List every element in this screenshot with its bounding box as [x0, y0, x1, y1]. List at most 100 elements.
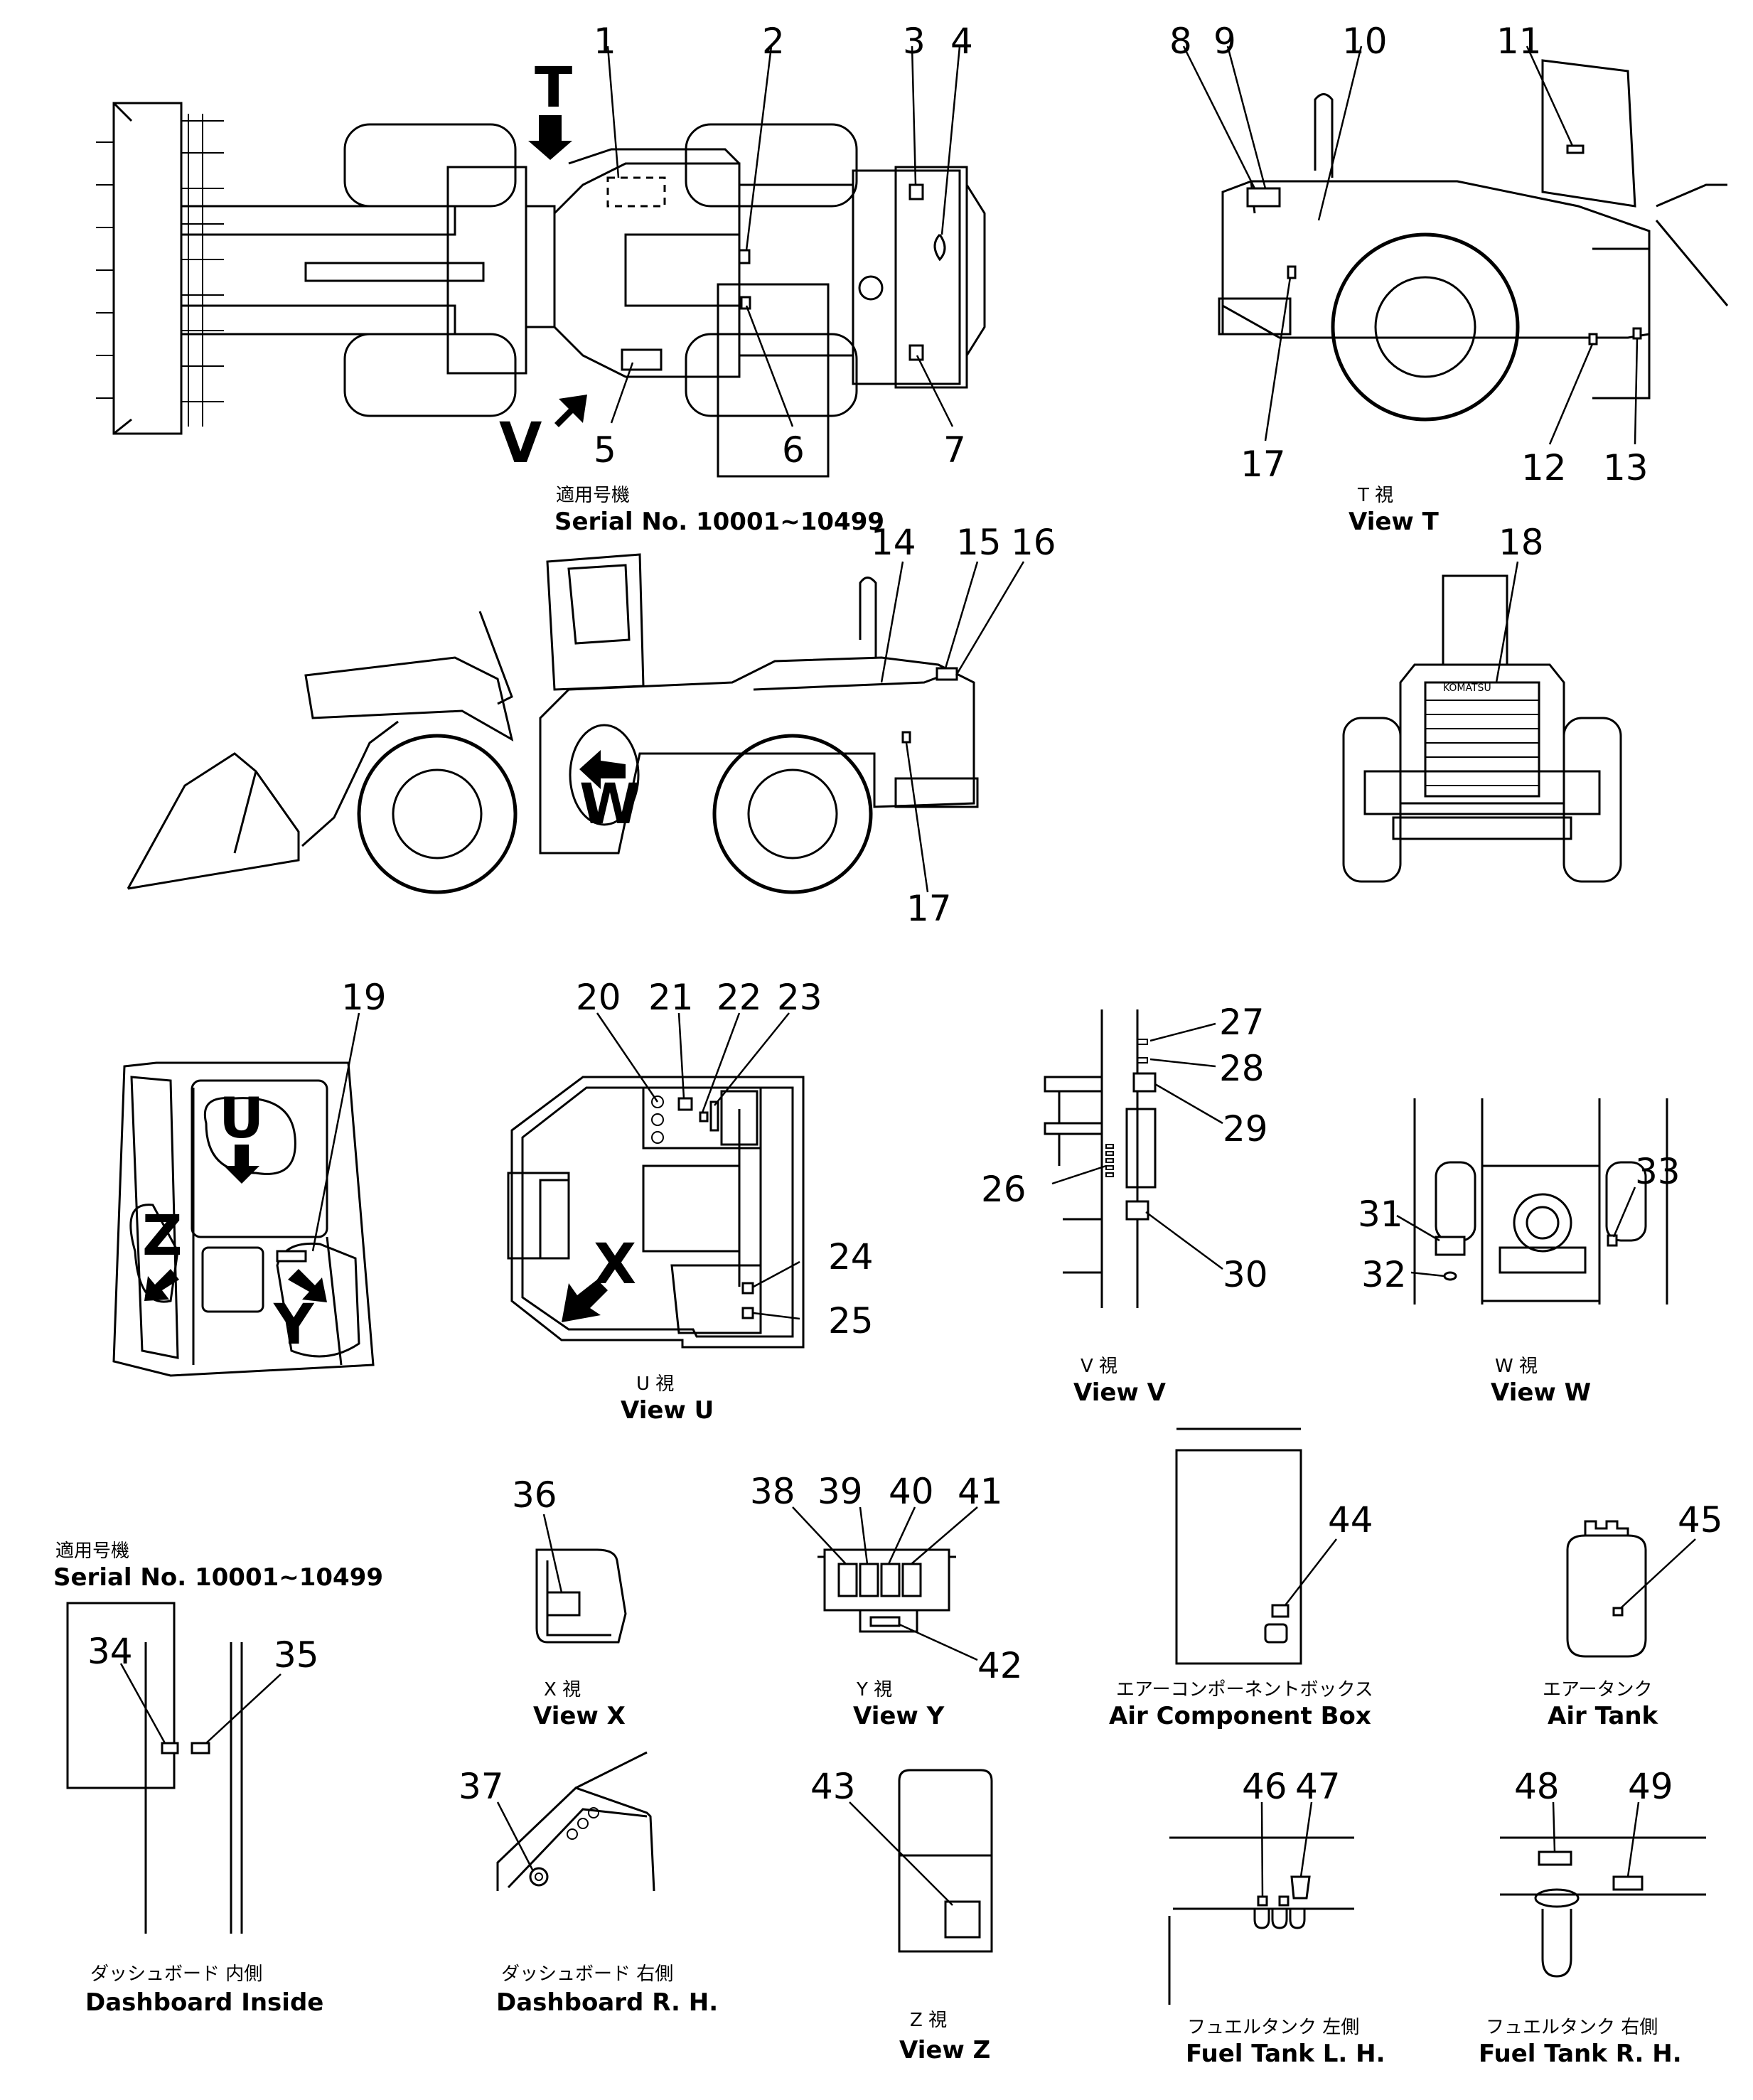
- view-z-caption-en: View Z: [899, 2036, 990, 2064]
- view-z-drawing: [849, 1769, 993, 1953]
- callout-21: 21: [648, 977, 694, 1018]
- callout-43: 43: [810, 1766, 856, 1807]
- arrow-w: [579, 750, 626, 789]
- dashboard-inside-drawing: [66, 1602, 282, 1934]
- air-tank-caption-jp: エアータンク: [1543, 1679, 1652, 1700]
- view-letter-u: U: [219, 1087, 264, 1151]
- callout-33: 33: [1635, 1151, 1680, 1192]
- callout-6: 6: [782, 429, 805, 471]
- callout-10: 10: [1342, 21, 1388, 62]
- view-y-caption-en: View Y: [853, 1702, 945, 1730]
- callout-5: 5: [594, 429, 616, 471]
- view-x-drawing: [535, 1514, 627, 1644]
- callout-40: 40: [889, 1471, 934, 1512]
- arrow-v: [554, 395, 587, 427]
- callout-22: 22: [717, 977, 762, 1018]
- callout-37: 37: [459, 1766, 504, 1807]
- callout-45: 45: [1678, 1499, 1723, 1541]
- view-t-drawing: [1182, 45, 1729, 445]
- callout-47: 47: [1295, 1766, 1341, 1807]
- view-v-caption-jp: V 視: [1081, 1356, 1117, 1377]
- fuel-tank-lh-drawing: [1168, 1801, 1354, 2005]
- callout-30: 30: [1223, 1254, 1268, 1295]
- view-z-caption-jp: Z 視: [910, 2010, 947, 2031]
- air-tank-drawing: [1566, 1520, 1696, 1658]
- callout-17-view-t: 17: [1240, 444, 1286, 485]
- view-t-caption-jp: T 視: [1357, 485, 1393, 506]
- callout-7: 7: [943, 429, 966, 471]
- callout-24: 24: [828, 1236, 874, 1277]
- view-u-caption-en: View U: [621, 1396, 714, 1425]
- callout-13: 13: [1603, 447, 1649, 488]
- callout-8: 8: [1169, 21, 1192, 62]
- front-view-loader: KOMATSU: [1342, 561, 1622, 883]
- callout-4: 4: [950, 21, 973, 62]
- serial-label-en-top: Serial No. 10001~10499: [554, 508, 884, 536]
- callout-25: 25: [828, 1300, 874, 1341]
- arrow-x: [562, 1280, 608, 1322]
- callout-14: 14: [871, 522, 916, 563]
- air-component-box-caption-jp: エアーコンポーネントボックス: [1116, 1679, 1373, 1700]
- callout-9: 9: [1213, 21, 1236, 62]
- view-letter-t: T: [535, 56, 572, 120]
- callout-26: 26: [981, 1169, 1026, 1210]
- view-y-drawing: [792, 1506, 978, 1661]
- brand-nameplate: KOMATSU: [1443, 682, 1491, 694]
- view-y-caption-jp: Y 視: [856, 1679, 892, 1700]
- callout-1: 1: [594, 21, 616, 62]
- view-t-caption-en: View T: [1349, 508, 1440, 536]
- callout-35: 35: [274, 1634, 319, 1676]
- callout-49: 49: [1628, 1766, 1673, 1807]
- callout-17-side: 17: [906, 888, 952, 929]
- view-letter-v: V: [499, 412, 542, 476]
- callout-31: 31: [1358, 1194, 1403, 1235]
- fuel-tank-rh-caption-jp: フュエルタンク 右側: [1486, 2017, 1658, 2038]
- callout-38: 38: [750, 1471, 795, 1512]
- callout-19: 19: [341, 977, 387, 1018]
- callout-2: 2: [762, 21, 785, 62]
- fuel-tank-rh-drawing: [1500, 1801, 1706, 1978]
- view-letter-y: Y: [273, 1293, 315, 1357]
- callout-12: 12: [1521, 447, 1567, 488]
- callout-32: 32: [1361, 1254, 1407, 1295]
- view-x-caption-en: View X: [533, 1702, 626, 1730]
- air-tank-caption-en: Air Tank: [1548, 1702, 1659, 1730]
- callout-41: 41: [958, 1471, 1003, 1512]
- air-component-box-caption-en: Air Component Box: [1109, 1702, 1371, 1730]
- arrow-y: [288, 1269, 327, 1302]
- dashboard-rh-drawing: [496, 1751, 655, 1892]
- view-v-caption-en: View V: [1073, 1378, 1167, 1407]
- callout-39: 39: [817, 1471, 863, 1512]
- callout-48: 48: [1514, 1766, 1560, 1807]
- side-view-loader: [127, 553, 1025, 894]
- serial-label-en-dash: Serial No. 10001~10499: [53, 1563, 383, 1592]
- callout-44: 44: [1328, 1499, 1373, 1541]
- fuel-tank-lh-caption-jp: フュエルタンク 左側: [1187, 2017, 1359, 2038]
- callout-20: 20: [576, 977, 621, 1018]
- dashboard-rh-caption-jp: ダッシュボード 右側: [501, 1964, 673, 1985]
- view-u-drawing: [507, 1012, 805, 1349]
- view-v-drawing: [1044, 1009, 1223, 1308]
- view-u-caption-jp: U 視: [636, 1373, 674, 1395]
- arrow-u: [224, 1145, 259, 1184]
- dashboard-rh-caption-en: Dashboard R. H.: [496, 1988, 718, 2017]
- serial-label-jp-top: 適用号機: [556, 485, 630, 506]
- callout-3: 3: [903, 21, 926, 62]
- callout-46: 46: [1242, 1766, 1287, 1807]
- callout-29: 29: [1223, 1108, 1268, 1150]
- view-x-caption-jp: X 視: [544, 1679, 581, 1700]
- view-letter-w: W: [579, 773, 640, 837]
- dashboard-inside-caption-jp: ダッシュボード 内側: [90, 1964, 262, 1985]
- cab-view: [112, 1012, 375, 1377]
- view-w-drawing: [1396, 1098, 1668, 1305]
- callout-15: 15: [956, 522, 1002, 563]
- dashboard-inside-caption-en: Dashboard Inside: [85, 1988, 323, 2017]
- fuel-tank-lh-caption-en: Fuel Tank L. H.: [1186, 2040, 1385, 2068]
- callout-36: 36: [512, 1474, 557, 1516]
- callout-18: 18: [1499, 522, 1544, 563]
- view-w-caption-en: View W: [1491, 1378, 1591, 1407]
- air-component-box-drawing: [1175, 1427, 1337, 1665]
- callout-11: 11: [1496, 21, 1542, 62]
- top-view-loader: [96, 45, 986, 478]
